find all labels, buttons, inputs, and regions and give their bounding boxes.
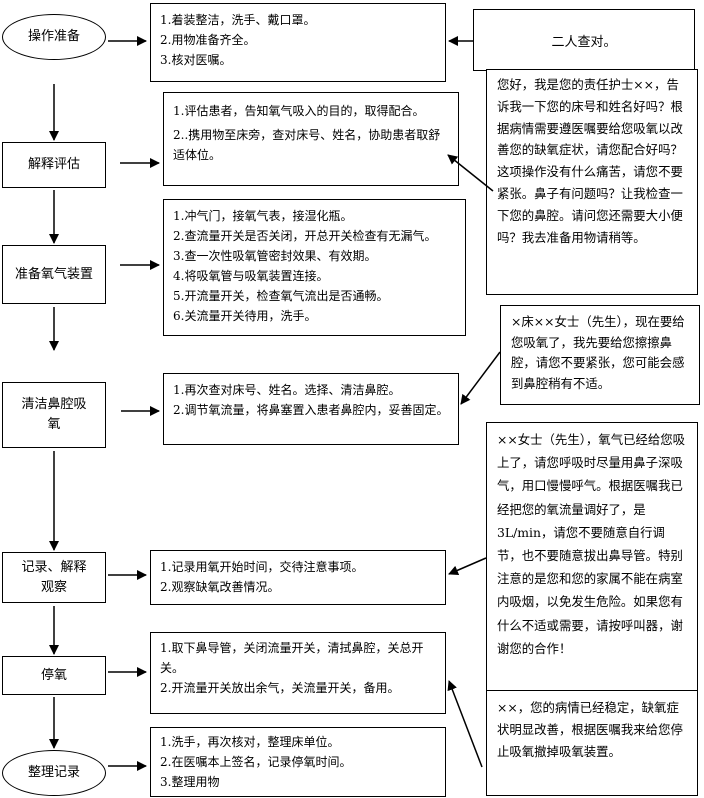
note-text: ××女士（先生），氧气已经给您吸上了，请您呼吸时尽量用鼻子深吸气，用口慢慢呼气。… — [497, 432, 686, 656]
step-record-observe: 记录、解释观察 — [2, 552, 106, 603]
note-text: 二人查对。 — [551, 34, 617, 50]
detail-item: 2..携用物至床旁，查对床号、姓名，协助患者取舒适体位。 — [173, 128, 441, 162]
detail-item: 2.在医嘱本上签名，记录停氧时间。 — [160, 755, 352, 769]
note-text: ××，您的病情已经稳定，缺氧症状明显改善，根据医嘱我来给您停止吸氧撤掉吸氧装置。 — [497, 700, 683, 759]
step-clean-inhale: 清洁鼻腔吸氧 — [2, 382, 106, 448]
detail-item: 3.整理用物 — [160, 775, 220, 789]
step-prepare-oxygen: 准备氧气装置 — [2, 245, 106, 304]
detail-item: 2.调节氧流量，将鼻塞置入患者鼻腔内，妥善固定。 — [173, 403, 449, 417]
detail-item: 1.记录用氧开始时间，交待注意事项。 — [160, 560, 364, 574]
step-tidy-record: 整理记录 — [2, 750, 106, 796]
note-check: 二人查对。 — [473, 9, 695, 71]
detail-prepare: 1.着装整洁，洗手、戴口罩。 2.用物准备齐全。 3.核对医嘱。 — [150, 3, 446, 82]
arrow-left — [447, 154, 494, 192]
detail-item: 1.评估患者，告知氧气吸入的目的，取得配合。 — [173, 104, 425, 118]
detail-item: 3.查一次性吸氧管密封效果、有效期。 — [173, 249, 377, 263]
detail-item: 3.核对医嘱。 — [160, 53, 232, 67]
detail-item: 1.再次查对床号、姓名。选择、清洁鼻腔。 — [173, 383, 401, 397]
step-label: 操作准备 — [27, 29, 80, 44]
detail-prepare-oxygen: 1.冲气门，接氧气表，接湿化瓶。 2.查流量开关是否关闭，开总开关检查有无漏气。… — [163, 199, 466, 336]
arrow-left — [460, 351, 501, 405]
detail-item: 1.取下鼻导管，关闭流量开关，清拭鼻腔，关总开关。 — [160, 641, 424, 675]
detail-item: 2.查流量开关是否关闭，开总开关检查有无漏气。 — [173, 229, 437, 243]
note-text: 您好，我是您的责任护士××，告诉我一下您的床号和姓名好吗？根据病情需要遵医嘱要给… — [497, 77, 683, 245]
detail-tidy-record: 1.洗手，再次核对，整理床单位。 2.在医嘱本上签名，记录停氧时间。 3.整理用… — [150, 727, 446, 797]
step-label: 解释评估 — [27, 157, 80, 172]
detail-explain-assess: 1.评估患者，告知氧气吸入的目的，取得配合。 2..携用物至床旁，查对床号、姓名… — [163, 92, 459, 186]
detail-item: 4.将吸氧管与吸氧装置连接。 — [173, 269, 329, 283]
step-label: 整理记录 — [27, 765, 80, 780]
detail-record-observe: 1.记录用氧开始时间，交待注意事项。 2.观察缺氧改善情况。 — [150, 550, 446, 605]
note-explain: 您好，我是您的责任护士××，告诉我一下您的床号和姓名好吗？根据病情需要遵医嘱要给… — [486, 69, 698, 295]
detail-clean-inhale: 1.再次查对床号、姓名。选择、清洁鼻腔。 2.调节氧流量，将鼻塞置入患者鼻腔内，… — [163, 373, 459, 445]
detail-item: 1.着装整洁，洗手、戴口罩。 — [160, 13, 316, 27]
detail-stop-oxygen: 1.取下鼻导管，关闭流量开关，清拭鼻腔，关总开关。 2.开流量开关放出余气，关流… — [150, 632, 446, 714]
arrow-left — [447, 680, 483, 768]
detail-item: 6.关流量开关待用，洗手。 — [173, 309, 317, 323]
note-text: ×床××女士（先生），现在要给您吸氧了，我先要给您擦擦鼻腔，请您不要紧张，您可能… — [511, 314, 685, 391]
step-label: 停氧 — [40, 667, 67, 683]
step-prepare: 操作准备 — [2, 14, 106, 60]
step-stop-oxygen: 停氧 — [2, 656, 106, 695]
detail-item: 2.用物准备齐全。 — [160, 33, 256, 47]
note-record: ××女士（先生），氧气已经给您吸上了，请您呼吸时尽量用鼻子深吸气，用口慢慢呼气。… — [486, 422, 698, 692]
detail-item: 1.洗手，再次核对，整理床单位。 — [160, 735, 340, 749]
detail-item: 5.开流量开关，检查氧气流出是否通畅。 — [173, 289, 389, 303]
detail-item: 2.开流量开关放出余气，关流量开关，备用。 — [160, 681, 400, 695]
detail-item: 1.冲气门，接氧气表，接湿化瓶。 — [173, 209, 353, 223]
step-label: 记录、解释观察 — [21, 559, 87, 595]
step-label: 清洁鼻腔吸氧 — [21, 397, 87, 432]
arrow-left — [448, 557, 487, 576]
step-explain-assess: 解释评估 — [2, 142, 106, 188]
detail-item: 2.观察缺氧改善情况。 — [160, 580, 280, 594]
note-clean: ×床××女士（先生），现在要给您吸氧了，我先要给您擦擦鼻腔，请您不要紧张，您可能… — [500, 305, 700, 405]
note-stop: ××，您的病情已经稳定，缺氧症状明显改善，根据医嘱我来给您停止吸氧撤掉吸氧装置。 — [486, 690, 698, 796]
step-label: 准备氧气装置 — [14, 266, 93, 282]
